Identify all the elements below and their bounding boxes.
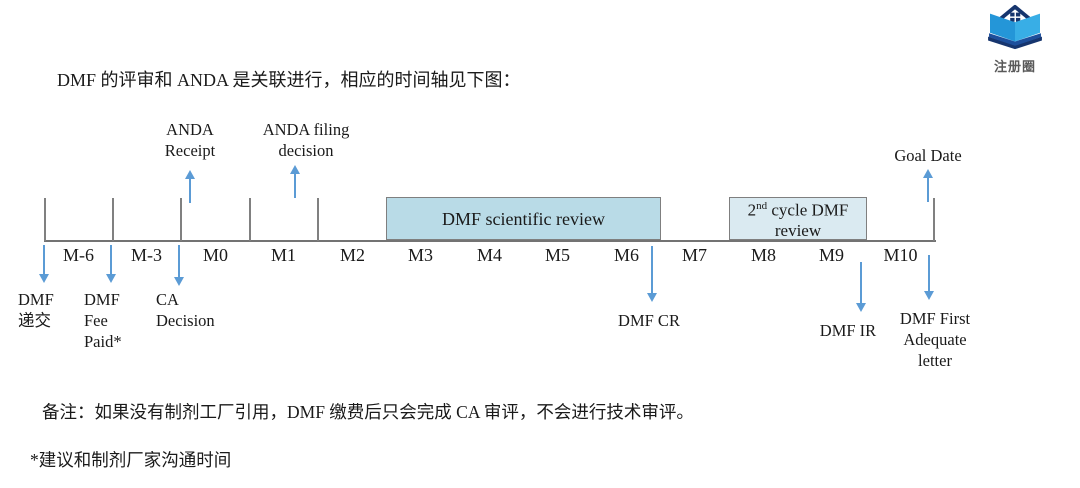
- month-label: M4: [476, 245, 502, 265]
- anda-filing-decision-arrow-icon: [289, 165, 301, 198]
- anda-receipt-arrow-icon: [184, 170, 196, 203]
- second-cycle-dmf-review-box: 2nd cycle DMF review: [729, 197, 867, 240]
- month-label: M7: [681, 245, 707, 265]
- month-label: M0: [202, 245, 228, 265]
- dmf-cr-label: DMF CR: [618, 311, 680, 330]
- timeline-tick: [44, 198, 46, 241]
- dmf-scientific-review-box: DMF scientific review: [386, 197, 661, 240]
- dmf-cr-arrow-icon: [646, 246, 658, 302]
- second-cycle-line1: 2nd cycle DMF: [747, 200, 849, 220]
- timeline-axis: [44, 240, 936, 242]
- month-label: M5: [544, 245, 570, 265]
- dmf-scientific-review-label: DMF scientific review: [442, 208, 605, 229]
- book-house-icon: [988, 4, 1042, 50]
- dmf-first-adequate-letter-label: DMF First Adequate letter: [899, 309, 971, 370]
- second-cycle-line2: review: [774, 220, 822, 240]
- month-label: M1: [270, 245, 296, 265]
- goal-date-arrow-icon: [922, 169, 934, 202]
- dmf-first-adequate-arrow-icon: [923, 255, 935, 300]
- goal-date-label: Goal Date: [894, 146, 962, 165]
- footnote: *建议和制剂厂家沟通时间: [30, 450, 232, 470]
- dmf-fee-paid-label: DMF Fee Paid*: [84, 290, 122, 351]
- month-label: M3: [407, 245, 433, 265]
- ca-decision-label: CA Decision: [156, 290, 215, 330]
- dmf-submission-arrow-icon: [38, 245, 50, 283]
- timeline-tick: [180, 198, 182, 241]
- month-label: M6: [613, 245, 639, 265]
- month-label: M-6: [63, 245, 94, 265]
- dmf-submission-label: DMF 递交: [18, 290, 54, 330]
- month-label: M2: [339, 245, 365, 265]
- month-label: M10: [883, 245, 918, 265]
- anda-filing-decision-label: ANDA filing decision: [262, 120, 350, 160]
- timeline-tick: [317, 198, 319, 241]
- ca-decision-arrow-icon: [173, 245, 185, 286]
- page-title: DMF 的评审和 ANDA 是关联进行，相应的时间轴见下图：: [57, 70, 521, 90]
- remark-note: 备注：如果没有制剂工厂引用，DMF 缴费后只会完成 CA 审评，不会进行技术审评…: [42, 402, 694, 422]
- month-label: M9: [818, 245, 844, 265]
- dmf-ir-arrow-icon: [855, 262, 867, 312]
- month-label: M-3: [131, 245, 162, 265]
- timeline-tick: [933, 198, 935, 241]
- dmf-fee-paid-arrow-icon: [105, 245, 117, 283]
- registration-circle-logo: 注册圈: [981, 3, 1049, 75]
- anda-receipt-label: ANDA Receipt: [164, 120, 216, 160]
- timeline-tick: [112, 198, 114, 241]
- timeline-tick: [249, 198, 251, 241]
- month-label: M8: [750, 245, 776, 265]
- dmf-ir-label: DMF IR: [819, 321, 877, 340]
- logo-text: 注册圈: [993, 59, 1036, 74]
